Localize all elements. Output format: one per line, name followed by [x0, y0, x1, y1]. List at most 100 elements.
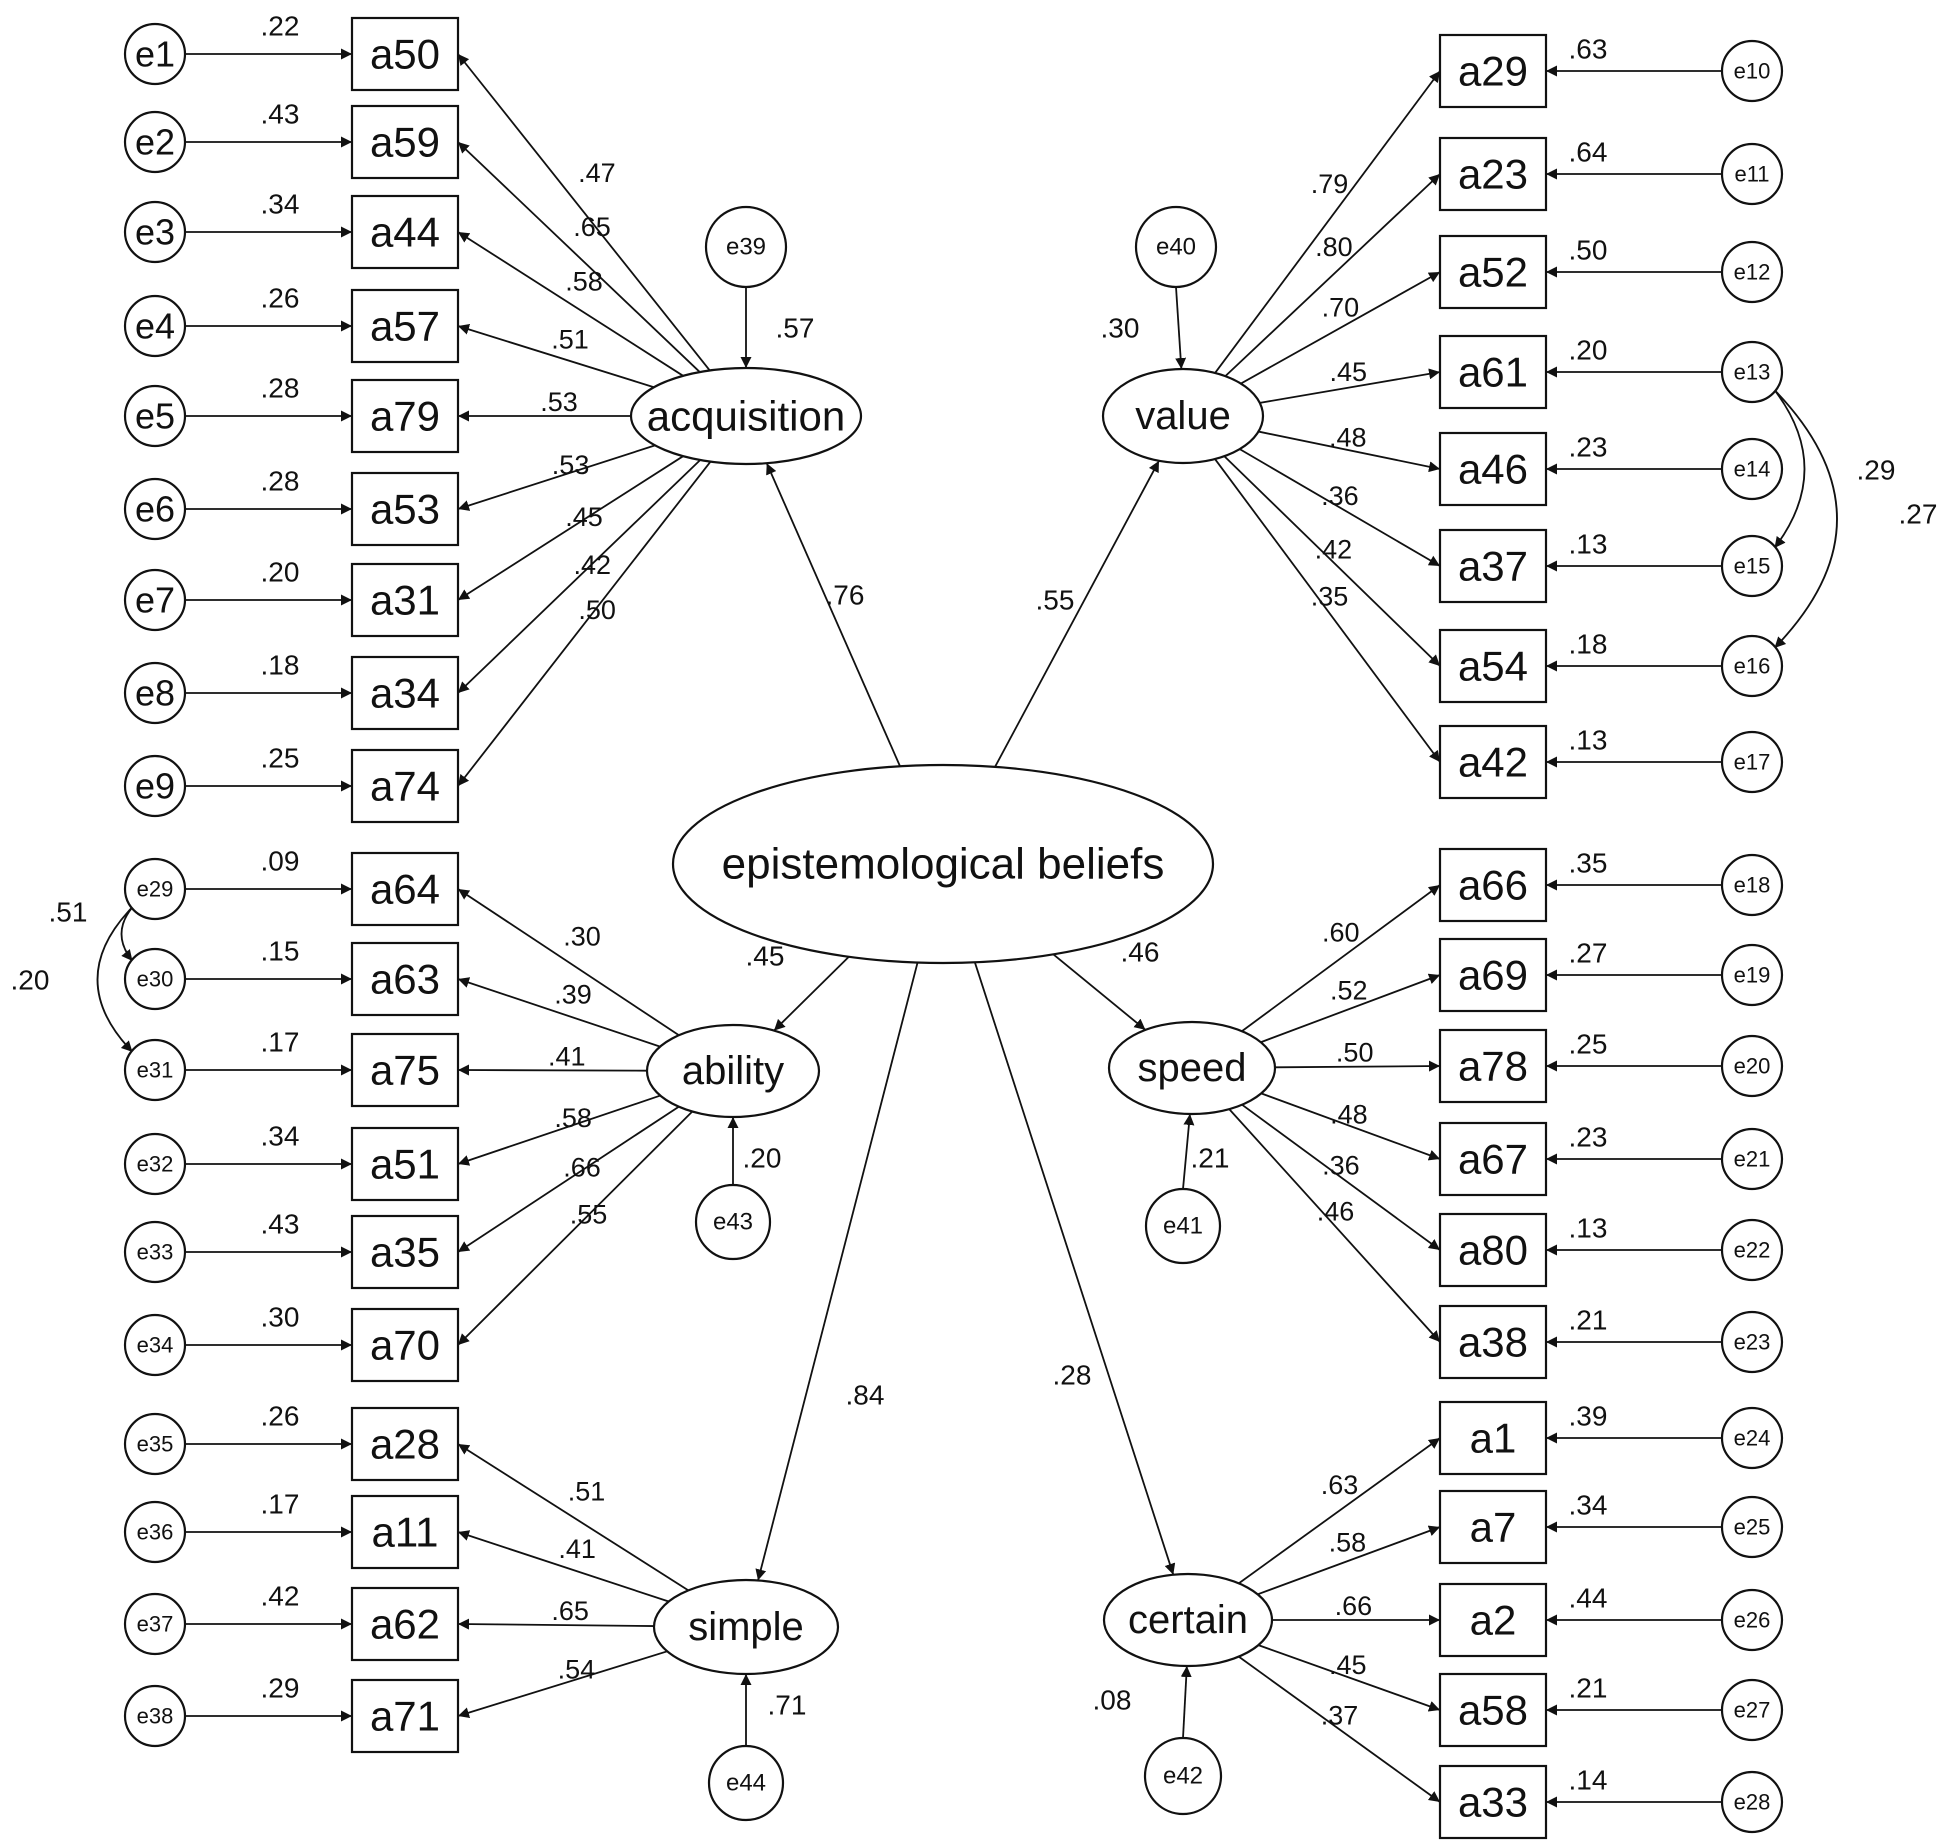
error-value-e28: .14 [1569, 1765, 1608, 1796]
error-value-e35: .26 [261, 1401, 300, 1432]
error-value-e13: .20 [1569, 335, 1608, 366]
disturbance-value-e43: .20 [743, 1143, 782, 1174]
indicator-label-a69: a69 [1458, 952, 1528, 999]
error-e7 [123, 568, 187, 632]
error-e11 [1720, 142, 1784, 206]
indicator-label-a29: a29 [1458, 48, 1528, 95]
error-e2 [123, 110, 187, 174]
error-e5 [123, 384, 187, 448]
error-e1 [123, 22, 187, 86]
loading-value-value-a23: .80 [1315, 232, 1353, 262]
loading-value-value-a37: .36 [1321, 481, 1359, 511]
error-label-e29: e29 [137, 877, 174, 902]
error-e33 [123, 1220, 187, 1284]
indicator-a70 [350, 1307, 460, 1383]
error-label-e30: e30 [137, 967, 174, 992]
loading-certain-a7 [1257, 1525, 1441, 1596]
indicator-a44 [350, 194, 460, 270]
loading-value-acquisition-a74: .50 [578, 595, 616, 625]
loading-ability-a63 [457, 977, 661, 1048]
loading-value-value-a52: .70 [1322, 292, 1360, 322]
loading-value-a23 [1224, 173, 1441, 377]
indicator-label-a23: a23 [1458, 151, 1528, 198]
loading-value-acquisition-a34: .42 [573, 550, 611, 580]
correlation-e29-e30 [120, 894, 144, 962]
indicator-a66 [1438, 847, 1548, 923]
error-value-e21: .23 [1569, 1122, 1608, 1153]
indicator-label-a71: a71 [370, 1693, 440, 1740]
indicator-label-a62: a62 [370, 1601, 440, 1648]
factor-acquisition [629, 366, 863, 466]
indicator-a57 [350, 288, 460, 364]
loading-value-speed-a80: .36 [1322, 1151, 1360, 1181]
indicator-a7 [1438, 1489, 1548, 1565]
indicator-a74 [350, 748, 460, 824]
path-coef-speed: .46 [1121, 937, 1160, 968]
indicator-a67 [1438, 1121, 1548, 1197]
indicator-label-a79: a79 [370, 393, 440, 440]
indicator-label-a64: a64 [370, 866, 440, 913]
loading-value-speed-a38: .46 [1317, 1197, 1355, 1227]
error-value-e18: .35 [1569, 848, 1608, 879]
error-e17 [1720, 730, 1784, 794]
error-label-e21: e21 [1734, 1147, 1771, 1172]
indicator-a35 [350, 1214, 460, 1290]
error-value-e33: .43 [261, 1209, 300, 1240]
loading-certain-a1 [1238, 1437, 1441, 1585]
path-simple [755, 962, 919, 1581]
indicator-label-a51: a51 [370, 1141, 440, 1188]
path-coef-certain: .28 [1053, 1360, 1092, 1391]
loading-value-simple-a28: .51 [568, 1476, 606, 1506]
error-value-e12: .50 [1569, 235, 1608, 266]
factor-label-epistemological-beliefs: epistemological beliefs [722, 840, 1165, 889]
error-value-e6: .28 [261, 466, 300, 497]
factor-label-ability: ability [682, 1049, 784, 1093]
disturbance-label-e40: e40 [1156, 234, 1196, 261]
loading-value-certain-a1: .63 [1321, 1470, 1359, 1500]
path-coef-value: .55 [1036, 585, 1075, 616]
indicator-label-a46: a46 [1458, 446, 1528, 493]
loading-value-certain-a33: .37 [1321, 1700, 1359, 1730]
error-e14 [1720, 437, 1784, 501]
indicator-a23 [1438, 136, 1548, 212]
error-label-e4: e4 [135, 306, 175, 347]
error-label-e5: e5 [135, 396, 175, 437]
loading-acquisition-a57 [457, 324, 655, 389]
arrow-e41 [1182, 1113, 1195, 1190]
loading-ability-a51 [457, 1094, 661, 1166]
indicator-label-a53: a53 [370, 486, 440, 533]
path-value [994, 460, 1160, 768]
loading-value-ability-a35: .66 [563, 1153, 601, 1183]
error-label-e7: e7 [135, 580, 175, 621]
disturbance-value-e40: .30 [1101, 313, 1140, 344]
error-value-e31: .17 [261, 1027, 300, 1058]
factor-value [1101, 367, 1265, 465]
loading-value-acquisition-a31: .45 [565, 502, 603, 532]
arrow-e40 [1175, 286, 1187, 370]
error-label-e22: e22 [1734, 1238, 1771, 1263]
indicator-a71 [350, 1678, 460, 1754]
indicator-label-a52: a52 [1458, 249, 1528, 296]
indicator-label-a2: a2 [1470, 1597, 1517, 1644]
indicator-a28 [350, 1406, 460, 1482]
indicator-label-a38: a38 [1458, 1319, 1528, 1366]
error-label-e10: e10 [1734, 59, 1771, 84]
loading-acquisition-a31 [457, 455, 684, 601]
error-e25 [1720, 1495, 1784, 1559]
indicator-a51 [350, 1126, 460, 1202]
correlation-value-e29-e31: .20 [11, 965, 50, 996]
error-label-e31: e31 [137, 1058, 174, 1083]
error-value-e24: .39 [1569, 1401, 1608, 1432]
error-value-e16: .18 [1569, 629, 1608, 660]
error-e4 [123, 294, 187, 358]
loading-value-value-a46: .48 [1329, 423, 1367, 453]
indicator-a38 [1438, 1304, 1548, 1380]
error-e15 [1720, 534, 1784, 598]
loading-value-a29 [1214, 70, 1441, 374]
error-value-e30: .15 [261, 936, 300, 967]
indicator-a34 [350, 655, 460, 731]
indicator-label-a59: a59 [370, 119, 440, 166]
factor-certain [1102, 1572, 1274, 1668]
loading-value-speed-a67: .48 [1330, 1099, 1368, 1129]
